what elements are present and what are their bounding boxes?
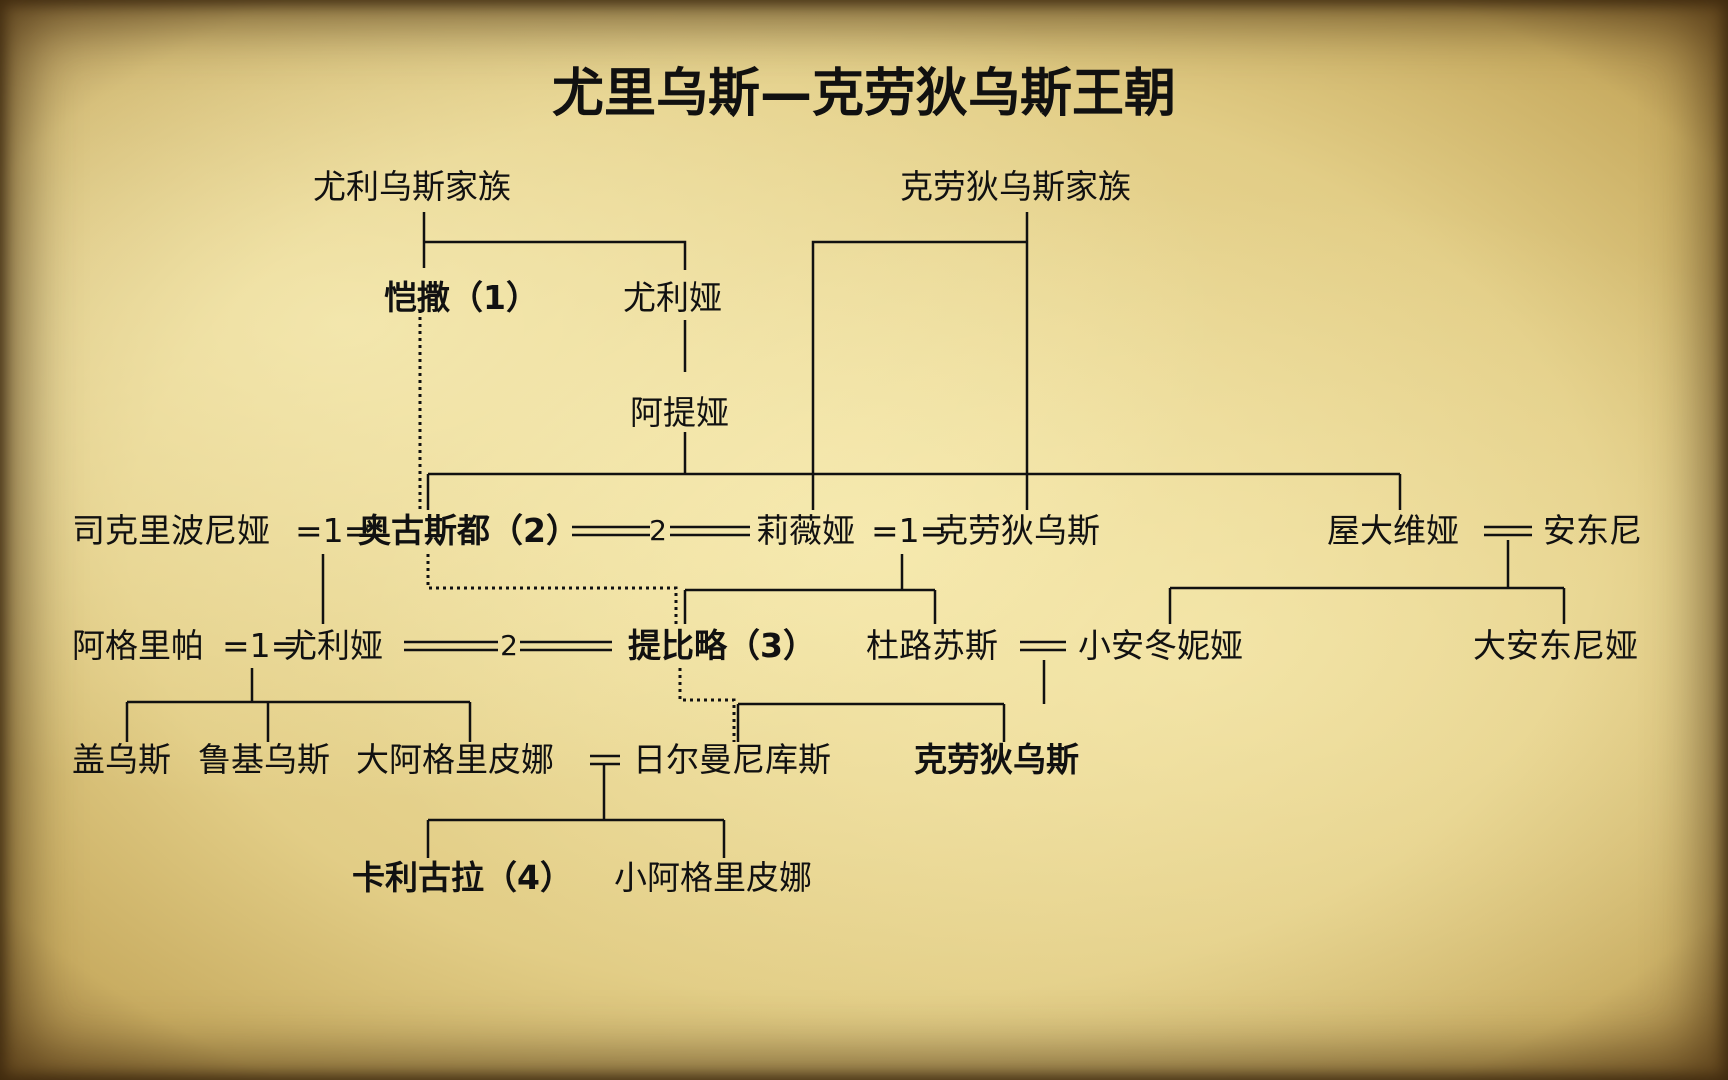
person-augustus: 奥古斯都（2）	[358, 511, 579, 550]
chart-title: 尤里乌斯—克劳狄乌斯王朝	[551, 64, 1176, 124]
succession-line	[426, 554, 678, 624]
person-livia: 莉薇娅	[756, 511, 855, 550]
person-scribonia: 司克里波尼娅	[72, 511, 270, 550]
succession-line	[678, 668, 736, 742]
marriage-number: 2	[500, 629, 518, 662]
person-caligula: 卡利古拉（4）	[352, 858, 573, 897]
person-gaius: 盖乌斯	[72, 740, 171, 779]
julius-family-label: 尤利乌斯家族	[313, 167, 511, 206]
person-lucius: 鲁基乌斯	[198, 740, 330, 779]
person-antony: 安东尼	[1543, 511, 1642, 550]
person-agrippa: 阿格里帕	[72, 626, 204, 665]
person-drusus: 杜路苏斯	[866, 626, 998, 665]
marriage-mark: =1=	[295, 511, 372, 550]
marriage-number: 2	[649, 514, 667, 547]
person-germanicus: 日尔曼尼库斯	[633, 740, 831, 779]
person-claudius-nero: 克劳狄乌斯	[935, 511, 1100, 550]
person-caesar: 恺撒（1）	[384, 278, 539, 317]
person-julia: 尤利娅	[284, 626, 383, 665]
connector	[811, 240, 1027, 474]
person-antonia-minor: 小安冬妮娅	[1078, 626, 1243, 665]
person-atia: 阿提娅	[630, 393, 729, 432]
connector	[424, 240, 687, 270]
marriage-mark: =1=	[871, 511, 948, 550]
person-antonia-major: 大安东尼娅	[1473, 626, 1638, 665]
person-agrippina-minor: 小阿格里皮娜	[614, 858, 812, 897]
person-octavia: 屋大维娅	[1327, 511, 1459, 550]
person-agrippina-major: 大阿格里皮娜	[356, 740, 554, 779]
person-claudius-emperor: 克劳狄乌斯	[914, 740, 1079, 779]
marriage-mark: =1=	[222, 626, 299, 665]
claudius-family-label: 克劳狄乌斯家族	[900, 167, 1131, 206]
person-tiberius: 提比略（3）	[628, 626, 816, 665]
person-julia-sister: 尤利娅	[623, 278, 722, 317]
